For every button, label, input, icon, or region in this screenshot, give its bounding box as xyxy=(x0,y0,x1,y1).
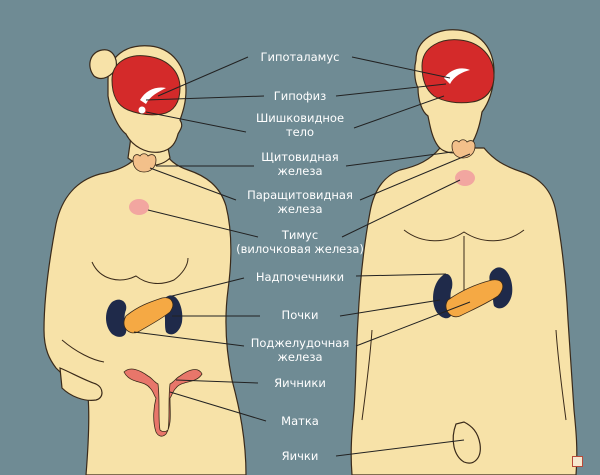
publisher-logo-icon xyxy=(572,456,583,467)
label-thymus-line2: (вилочковая железа) xyxy=(236,242,364,256)
label-adrenal-text: Надпочечники xyxy=(255,270,345,284)
label-uterus-text: Матка xyxy=(281,414,319,428)
leader-hypothalamus-male xyxy=(351,56,451,79)
male-chest-line xyxy=(403,229,525,242)
male-arm-left xyxy=(361,329,373,421)
label-pineal-line2: тело xyxy=(285,125,315,139)
leader-thymus-male xyxy=(341,179,461,238)
leader-lines xyxy=(133,56,471,457)
label-parathyroid-line2: железа xyxy=(277,202,323,216)
label-pancreas-line2: железа xyxy=(277,350,323,364)
leader-uterus xyxy=(169,391,267,422)
label-thyroid: Щитовидная железа xyxy=(235,150,365,178)
label-parathyroid-line1: Паращитовидная xyxy=(247,188,353,202)
label-thyroid-line2: железа xyxy=(277,164,323,178)
female-pineal-mark xyxy=(138,106,146,114)
leader-parathyroid-male xyxy=(359,153,471,201)
label-ovaries: Яичники xyxy=(235,376,365,390)
leader-ovaries xyxy=(175,379,259,384)
leader-thymus-female xyxy=(147,209,259,238)
female-hair-bun xyxy=(89,49,117,80)
female-thymus xyxy=(129,199,149,215)
label-uterus: Матка xyxy=(235,414,365,428)
female-uterus xyxy=(123,368,203,437)
label-pituitary-text: Гипофиз xyxy=(273,89,327,103)
leader-pituitary-female xyxy=(145,95,265,101)
leader-thyroid-male xyxy=(345,151,453,167)
label-testes: Яички xyxy=(235,449,365,463)
male-pancreas xyxy=(445,279,504,318)
female-kidney-left xyxy=(106,299,127,337)
label-kidneys-text: Почки xyxy=(281,308,319,322)
label-hypothalamus-text: Гипоталамус xyxy=(260,50,340,64)
male-thyroid xyxy=(451,139,476,159)
leader-adrenal-female xyxy=(171,277,245,297)
leader-kidneys-male xyxy=(339,299,441,317)
label-thyroid-line1: Щитовидная xyxy=(261,150,339,164)
label-thymus-line1: Тимус xyxy=(281,228,319,242)
label-pituitary: Гипофиз xyxy=(235,89,365,103)
female-arm-line xyxy=(61,339,105,363)
leader-pituitary-male xyxy=(335,83,447,97)
female-breast-line xyxy=(91,257,189,284)
male-pituitary-mark xyxy=(444,68,470,84)
leader-adrenal-male xyxy=(355,273,447,277)
label-thymus: Тимус (вилочковая железа) xyxy=(235,228,365,256)
label-testes-text: Яички xyxy=(281,449,319,463)
label-parathyroid: Паращитовидная железа xyxy=(235,188,365,216)
male-arm-right xyxy=(555,329,567,421)
leader-pineal-male xyxy=(353,95,445,129)
leader-parathyroid-female xyxy=(149,167,237,201)
male-genital xyxy=(452,421,481,464)
female-thyroid xyxy=(132,153,157,173)
label-kidneys: Почки xyxy=(235,308,365,322)
label-adrenal: Надпочечники xyxy=(235,270,365,284)
female-hand xyxy=(59,367,103,401)
female-pancreas xyxy=(123,297,174,334)
male-figure xyxy=(350,29,578,475)
label-ovaries-text: Яичники xyxy=(274,376,326,390)
female-figure xyxy=(43,45,247,475)
leader-testes xyxy=(335,439,465,457)
female-brain xyxy=(111,55,181,116)
label-pancreas-line1: Поджелудочная xyxy=(250,336,350,350)
label-hypothalamus: Гипоталамус xyxy=(235,50,365,64)
leader-hypothalamus-female xyxy=(157,56,249,97)
label-pancreas: Поджелудочная железа xyxy=(235,336,365,364)
label-pineal: Шишковидное тело xyxy=(235,111,365,139)
leader-pineal-female xyxy=(145,111,247,133)
male-thymus xyxy=(455,170,475,186)
leader-pancreas-male xyxy=(355,301,471,347)
leader-pancreas-female xyxy=(133,331,245,347)
label-pineal-line1: Шишковидное xyxy=(255,111,345,125)
